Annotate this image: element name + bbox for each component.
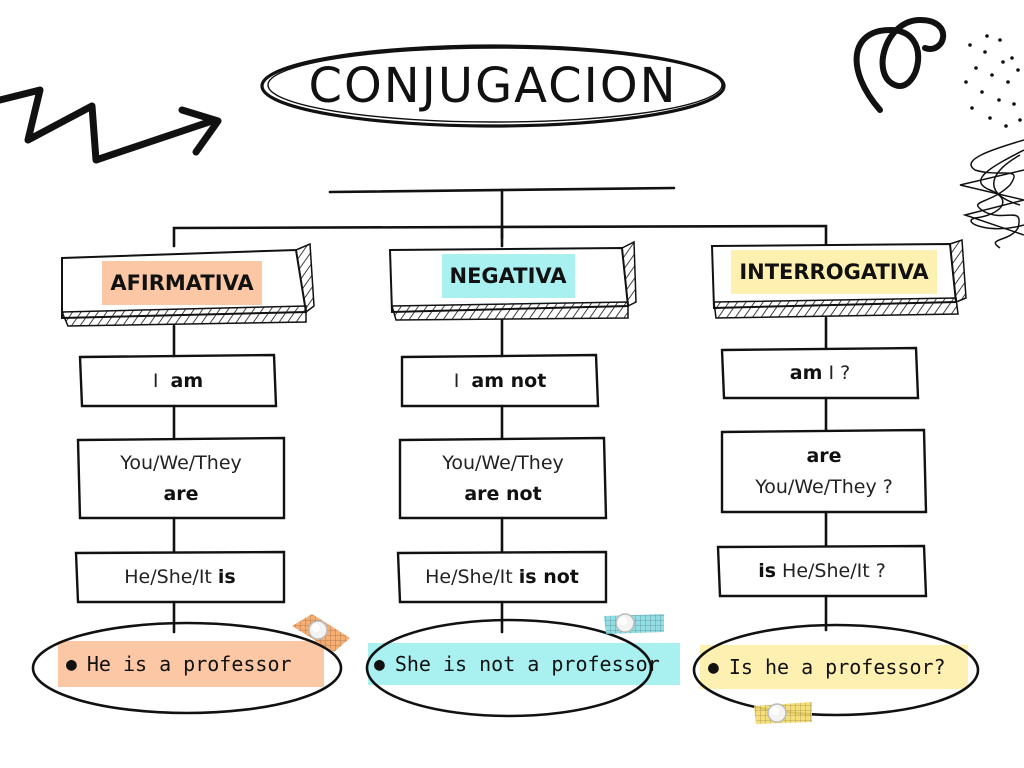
example-ellipses: [31, 618, 980, 718]
title-ellipse: [260, 44, 726, 128]
conjugation-line: You/We/They: [442, 448, 564, 479]
header-label: AFIRMATIVA: [102, 261, 262, 305]
verb-form: is: [217, 565, 236, 588]
pronoun-text: I ?: [822, 362, 851, 384]
content-box-outlines: [74, 346, 928, 604]
box-afirmativa-1: I am: [80, 356, 276, 406]
box-afirmativa-3: He/She/It is: [76, 552, 284, 602]
verb-form: are: [163, 482, 199, 505]
verb-form: is not: [518, 565, 579, 588]
header-afirmativa: AFIRMATIVA: [62, 254, 302, 312]
example-interrogativa: ● Is he a professor?: [700, 645, 978, 689]
conjugation-line: You/We/They ?: [755, 472, 893, 503]
verb-form: is: [758, 559, 777, 582]
conjugation-line: is He/She/It ?: [758, 556, 886, 587]
scribble-doodle: [959, 139, 1024, 249]
pronoun-text: I: [152, 369, 171, 392]
header-label: INTERROGATIVA: [731, 250, 937, 294]
tape-blue: [604, 613, 664, 634]
zigzag-arrow-doodle: [0, 86, 222, 164]
verb-form: are: [806, 444, 842, 467]
example-highlight-negativa: [368, 643, 680, 685]
conjugation-line: am I ?: [790, 358, 850, 389]
box-interrogativa-1: am I ?: [722, 349, 918, 398]
conjugation-line: are: [163, 479, 198, 510]
box-interrogativa-3: is He/She/It ?: [718, 546, 926, 596]
page-title: CONJUGACION: [308, 58, 678, 114]
loop-doodle: [853, 16, 947, 113]
dots-doodle: [964, 34, 1022, 128]
example-text: She is not a professor: [394, 652, 660, 676]
example-text: He is a professor: [86, 652, 292, 676]
pronoun-text: I: [453, 369, 472, 392]
pronoun-text: He/She/It: [425, 565, 519, 588]
box-negativa-2: You/We/They are not: [400, 439, 606, 518]
conjugation-line: I am not: [454, 366, 547, 397]
example-highlight-afirmativa: [58, 641, 324, 687]
pronoun-text: He/She/It: [124, 565, 218, 588]
tape-yellow: [754, 702, 812, 724]
pronoun-text: You/We/They: [120, 451, 242, 474]
column-connectors: [172, 316, 828, 634]
example-afirmativa: ● He is a professor: [58, 641, 332, 687]
example-negativa: ● She is not a professor: [366, 643, 688, 685]
bullet-icon: ●: [708, 656, 719, 678]
header-label: NEGATIVA: [441, 254, 575, 298]
verb-form: are not: [464, 482, 542, 505]
header-interrogativa: INTERROGATIVA: [714, 244, 954, 300]
verb-form: am not: [471, 369, 547, 392]
conjugation-line: are: [806, 441, 841, 472]
conjugation-line: You/We/They: [120, 448, 242, 479]
tape-orange: [292, 614, 350, 652]
conjugation-line: He/She/It is not: [425, 562, 579, 593]
box-negativa-1: I am not: [402, 356, 598, 406]
pronoun-text: You/We/They: [442, 451, 564, 474]
verb-form: am: [170, 369, 204, 392]
pronoun-text: You/We/They ?: [755, 475, 893, 498]
conjugation-line: are not: [464, 479, 541, 510]
bullet-icon: ●: [66, 653, 77, 675]
example-highlight-interrogativa: [700, 645, 968, 689]
verb-form: am: [789, 362, 823, 384]
example-text: Is he a professor?: [728, 655, 946, 679]
box-negativa-3: He/She/It is not: [398, 552, 606, 602]
conjugation-line: He/She/It is: [124, 562, 236, 593]
bullet-icon: ●: [374, 653, 385, 675]
title-ellipse-inner: [267, 47, 723, 123]
pronoun-text: He/She/It ?: [776, 559, 886, 582]
tree-connectors: [172, 186, 828, 248]
conjugation-line: I am: [153, 366, 203, 397]
header-negativa: NEGATIVA: [392, 248, 624, 304]
box-afirmativa-2: You/We/They are: [78, 439, 284, 518]
